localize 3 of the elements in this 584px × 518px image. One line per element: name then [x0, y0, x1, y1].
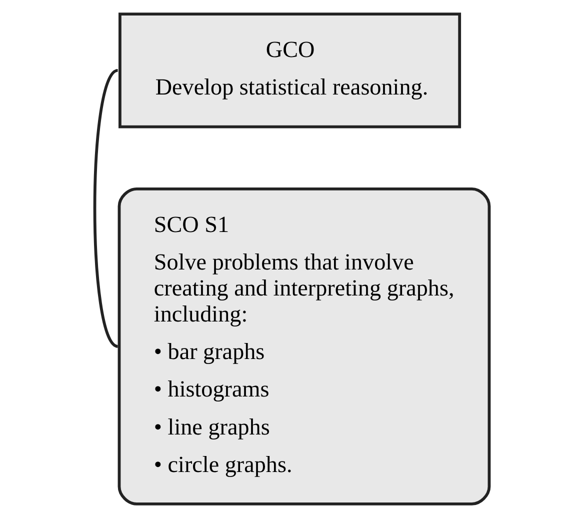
node-box: SCO S1 Solve problems that involve creating and interpreting graphs, including: • bar graphs • histograms • line graphs • circle graphs.: [118, 187, 491, 506]
node-box: GCO Develop statistical reasoning.: [118, 12, 462, 128]
connector: [93, 69, 119, 348]
